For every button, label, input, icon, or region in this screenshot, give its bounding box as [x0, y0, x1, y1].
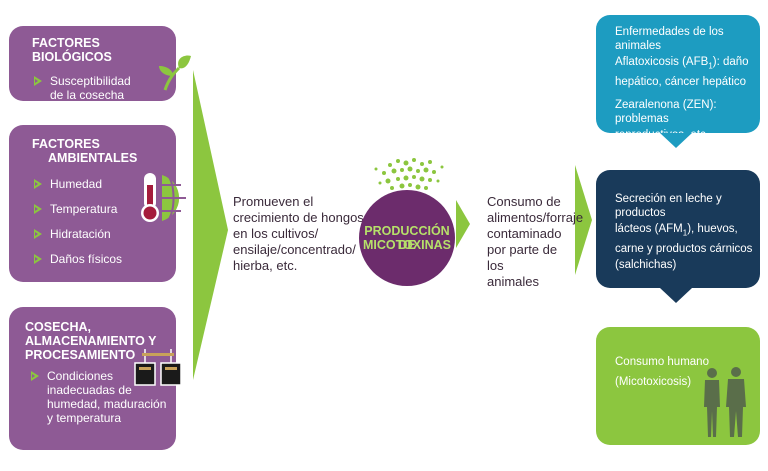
produccion-micotoxinas-circle: PRODUCCIÓN DE MICOTOXINAS — [359, 190, 455, 286]
list-item: inadecuadas de — [47, 383, 132, 397]
list-item: humedad, maduración — [47, 397, 167, 411]
list-item: Condiciones — [25, 369, 176, 383]
factores-biologicos-title: FACTORES BIOLÓGICOS — [32, 36, 112, 64]
silo-storage-icon — [134, 349, 182, 386]
bullet-arrow-icon — [34, 179, 42, 189]
bullet-arrow-icon — [34, 204, 42, 214]
human-figures-icon — [704, 367, 746, 437]
cosecha-box: COSECHA, ALMACENAMIENTO Y PROCESAMIENTO … — [9, 307, 182, 450]
arrow-right-2 — [575, 165, 592, 275]
arrow-right-1 — [456, 200, 470, 248]
plant-sprout-icon — [159, 55, 191, 91]
factores-ambientales-box: FACTORES AMBIENTALES Humedad Temperatura… — [9, 125, 186, 282]
bullet-arrow-icon — [34, 229, 42, 239]
list-item: Temperatura — [32, 202, 176, 216]
factores-ambientales-title-1: FACTORES — [32, 137, 100, 151]
bullet-arrow-icon — [31, 371, 39, 381]
cosecha-title-3: PROCESAMIENTO — [25, 348, 136, 362]
thermometer-icon — [141, 173, 159, 222]
list-item: Daños físicos — [32, 252, 176, 266]
list-item: y temperatura — [47, 411, 122, 425]
enfermedades-pointer — [660, 133, 692, 148]
factores-ambientales-title-2: AMBIENTALES — [48, 151, 138, 165]
consumo-humano-box: Consumo humano (Micotoxicosis) — [596, 327, 760, 445]
circle-label-1: PRODUCCIÓN DE — [364, 224, 450, 252]
enfermedades-box: Enfermedades de los animales Aflatoxicos… — [596, 15, 760, 141]
list-item: Humedad — [32, 177, 176, 191]
bullet-arrow-icon — [34, 76, 42, 86]
secrecion-box: Secreción en leche y productos lácteos (… — [596, 170, 760, 288]
globe-icon — [162, 175, 186, 221]
consumo-text: Consumo de alimentos/forraje contaminado… — [487, 194, 584, 289]
cosecha-title-2: ALMACENAMIENTO Y — [25, 334, 157, 348]
secrecion-pointer — [660, 288, 692, 303]
list-item: Susceptibilidad — [32, 74, 176, 88]
cosecha-title-1: COSECHA, — [25, 320, 91, 334]
promueven-text: Promueven el crecimiento de hongos en lo… — [233, 194, 364, 273]
factores-biologicos-box: FACTORES BIOLÓGICOS Susceptibilidad de l… — [9, 26, 191, 102]
list-item: de la cosecha — [50, 88, 125, 102]
list-item: Hidratación — [32, 227, 176, 241]
circle-label-2: MICOTOXINAS — [363, 238, 451, 252]
bullet-arrow-icon — [34, 254, 42, 264]
